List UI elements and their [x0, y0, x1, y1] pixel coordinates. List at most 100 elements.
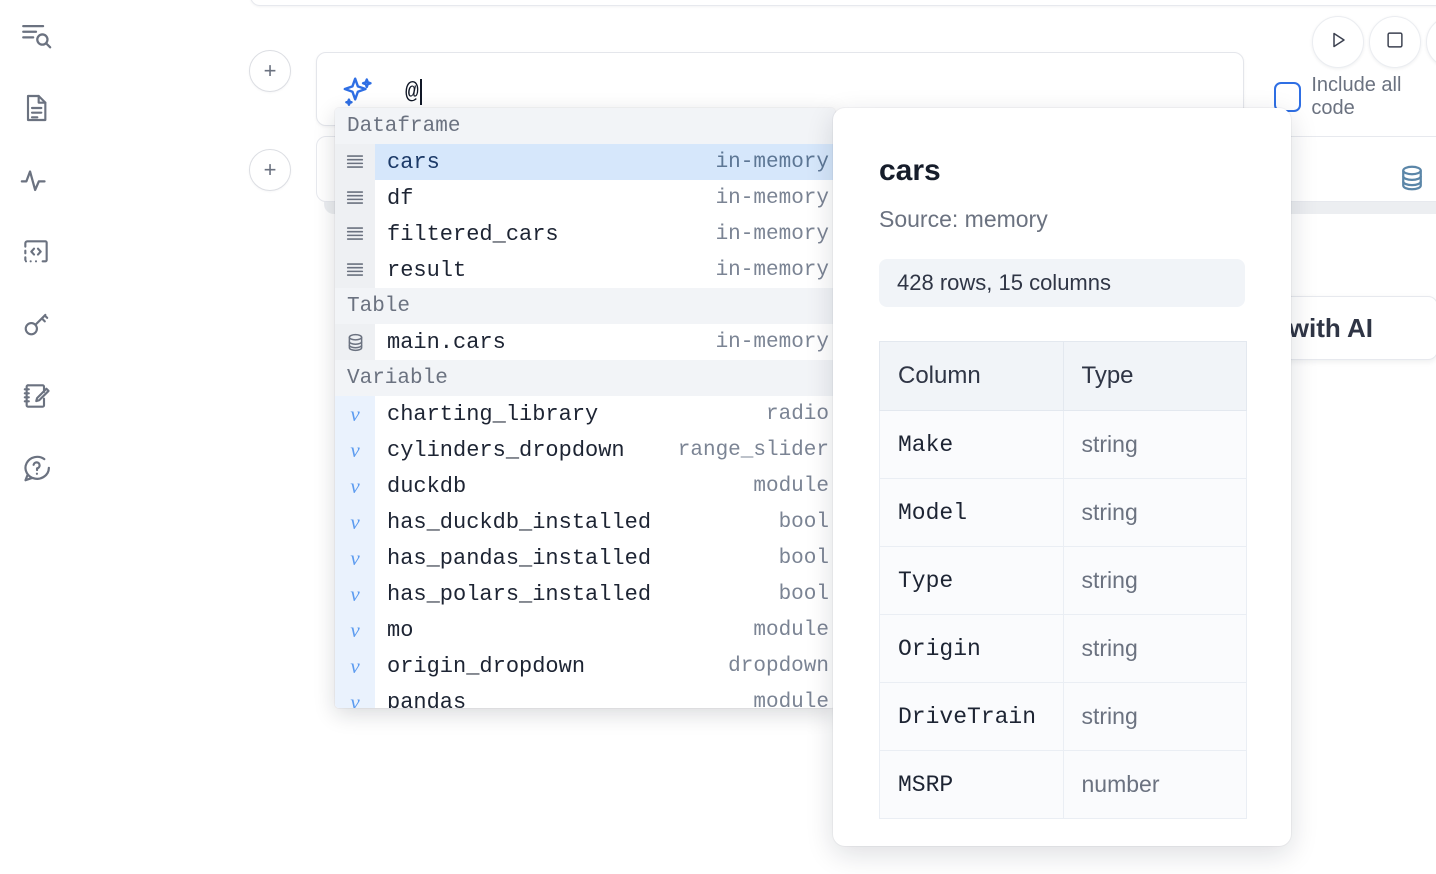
autocomplete-item-body: momodule: [375, 612, 835, 648]
autocomplete-item[interactable]: vhas_polars_installedbool: [335, 576, 835, 612]
rail-item-secrets[interactable]: [14, 302, 58, 346]
rail-item-outline-search[interactable]: [14, 14, 58, 58]
autocomplete-item-body: result in-memory: [375, 252, 835, 288]
table-header-row: Column Type: [880, 342, 1247, 411]
autocomplete-item-name: cylinders_dropdown: [387, 438, 625, 463]
rail-item-help[interactable]: [14, 446, 58, 490]
rail-item-scratchpad[interactable]: [14, 374, 58, 418]
add-cell-button-bottom[interactable]: +: [249, 149, 291, 191]
table-row: Typestring: [880, 547, 1247, 615]
rail-item-files[interactable]: [14, 86, 58, 130]
play-triangle-icon: [1326, 28, 1350, 57]
variable-glyph-icon: v: [335, 540, 375, 576]
autocomplete-item-body: cylinders_dropdownrange_slider: [375, 432, 835, 468]
autocomplete-group-header: Table: [335, 288, 835, 324]
variable-glyph-icon: v: [335, 396, 375, 432]
autocomplete-popup[interactable]: Dataframecarsin-memorydfin-memoryfiltere…: [335, 108, 835, 708]
code-brackets-icon: [20, 236, 52, 268]
autocomplete-item-name: charting_library: [387, 402, 598, 427]
schema-column-type: number: [1063, 751, 1247, 819]
variable-glyph-icon: v: [335, 468, 375, 504]
autocomplete-item-kind: in-memory: [702, 259, 829, 282]
column-header-type: Type: [1063, 342, 1247, 411]
cell-type-icons: M ↓: [1397, 163, 1436, 198]
autocomplete-item-name: has_pandas_installed: [387, 546, 651, 571]
table-row: MSRPnumber: [880, 751, 1247, 819]
autocomplete-item-name: result: [387, 258, 466, 283]
variable-glyph-icon: v: [335, 504, 375, 540]
autocomplete-item[interactable]: vpandasmodule: [335, 684, 835, 708]
chat-question-icon: [20, 452, 53, 485]
autocomplete-item-name: pandas: [387, 690, 466, 709]
autocomplete-item[interactable]: v charting_library radio: [335, 396, 835, 432]
autocomplete-item[interactable]: main.cars in-memory: [335, 324, 835, 360]
autocomplete-item-name: has_polars_installed: [387, 582, 651, 607]
autocomplete-item-body: has_duckdb_installedbool: [375, 504, 835, 540]
table-row: Modelstring: [880, 479, 1247, 547]
autocomplete-item[interactable]: vmomodule: [335, 612, 835, 648]
autocomplete-item[interactable]: result in-memory: [335, 252, 835, 288]
autocomplete-item-kind: in-memory: [702, 187, 829, 210]
autocomplete-item[interactable]: cars in-memory: [335, 144, 835, 180]
table-row: Originstring: [880, 615, 1247, 683]
stop-square-icon: [1384, 29, 1406, 56]
autocomplete-item-kind: radio: [752, 403, 829, 426]
variable-glyph-icon: v: [335, 432, 375, 468]
table-row: DriveTrainstring: [880, 683, 1247, 751]
more-actions-button[interactable]: [1426, 16, 1436, 68]
database-icon[interactable]: [1397, 163, 1427, 198]
detail-source: Source: memory: [879, 206, 1245, 233]
autocomplete-item-name: cars: [387, 150, 440, 175]
autocomplete-item-name: origin_dropdown: [387, 654, 585, 679]
rail-item-activity[interactable]: [14, 158, 58, 202]
autocomplete-item[interactable]: v has_pandas_installed bool: [335, 540, 835, 576]
table-row: Makestring: [880, 411, 1247, 479]
autocomplete-detail-panel: cars Source: memory 428 rows, 15 columns…: [833, 108, 1291, 846]
autocomplete-item[interactable]: dfin-memory: [335, 180, 835, 216]
variable-glyph-icon: v: [335, 648, 375, 684]
dataframe-rows-icon: [335, 144, 375, 180]
include-all-code-toggle[interactable]: Include all code: [1274, 74, 1436, 120]
schema-column-name: MSRP: [880, 751, 1064, 819]
autocomplete-group-header: Variable: [335, 360, 835, 396]
autocomplete-item[interactable]: vorigin_dropdowndropdown: [335, 648, 835, 684]
autocomplete-item-body: charting_library radio: [375, 396, 835, 432]
autocomplete-item-kind: in-memory: [702, 331, 829, 354]
autocomplete-item-body: filtered_carsin-memory: [375, 216, 835, 252]
detail-schema-table: Column Type MakestringModelstringTypestr…: [879, 341, 1247, 819]
autocomplete-item-kind: bool: [765, 511, 829, 534]
schema-column-type: string: [1063, 615, 1247, 683]
autocomplete-item-body: origin_dropdowndropdown: [375, 648, 835, 684]
stop-button[interactable]: [1369, 16, 1421, 68]
file-text-icon: [20, 92, 52, 124]
autocomplete-item[interactable]: vcylinders_dropdownrange_slider: [335, 432, 835, 468]
schema-column-type: string: [1063, 479, 1247, 547]
ai-prompt-input[interactable]: @: [405, 73, 1229, 111]
autocomplete-item[interactable]: filtered_carsin-memory: [335, 216, 835, 252]
autocomplete-item-kind: bool: [765, 547, 829, 570]
autocomplete-list: Dataframecarsin-memorydfin-memoryfiltere…: [335, 108, 835, 708]
schema-column-name: DriveTrain: [880, 683, 1064, 751]
autocomplete-item[interactable]: vhas_duckdb_installedbool: [335, 504, 835, 540]
rail-item-snippets[interactable]: [14, 230, 58, 274]
schema-column-name: Make: [880, 411, 1064, 479]
autocomplete-item-body: duckdbmodule: [375, 468, 835, 504]
text-caret: [420, 79, 422, 105]
autocomplete-item[interactable]: vduckdbmodule: [335, 468, 835, 504]
outline-search-icon: [19, 19, 53, 53]
cell-above[interactable]: [250, 0, 1436, 6]
variable-glyph-icon: v: [335, 612, 375, 648]
database-icon: [335, 324, 375, 360]
autocomplete-item-body: pandasmodule: [375, 684, 835, 708]
autocomplete-item-name: duckdb: [387, 474, 466, 499]
autocomplete-item-kind: in-memory: [702, 151, 829, 174]
autocomplete-item-kind: bool: [765, 583, 829, 606]
run-button[interactable]: [1312, 16, 1364, 68]
add-cell-button-top[interactable]: +: [249, 50, 291, 92]
variable-glyph-icon: v: [335, 684, 375, 708]
autocomplete-item-name: main.cars: [387, 330, 506, 355]
sidebar-rail: [0, 0, 72, 874]
schema-column-type: string: [1063, 547, 1247, 615]
notebook-pencil-icon: [20, 380, 52, 412]
